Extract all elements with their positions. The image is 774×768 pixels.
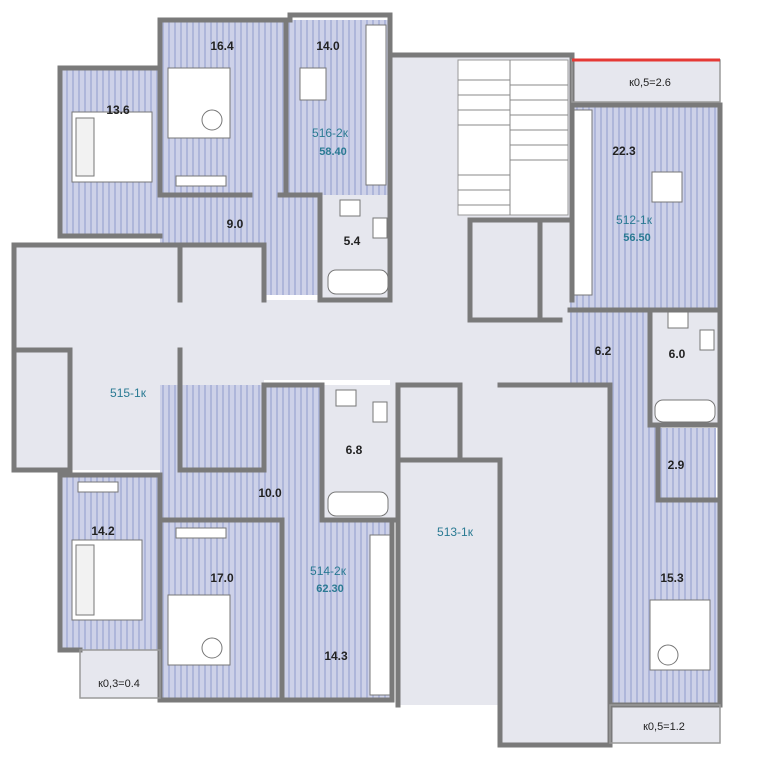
kitchen-counter-icon (365, 24, 387, 186)
room-area-label: 6.8 (346, 443, 363, 457)
apartment-labels: 516-2к 58.40 512-1к 56.50 515-1к 514-2к … (110, 126, 653, 595)
toilet-icon (372, 401, 388, 423)
balcony-bottom-left (80, 650, 160, 698)
balcony-labels: к0,5=2.6 к0,3=0.4 к0,5=1.2 (98, 77, 685, 733)
room-area-label: 5.4 (344, 234, 361, 248)
sink-icon (339, 199, 361, 217)
radiator-icon (175, 527, 227, 539)
balcony-top-right (572, 60, 720, 102)
apartment-total-area: 58.40 (319, 146, 347, 158)
furniture (71, 24, 716, 696)
room-area-labels: 16.4 14.0 13.6 22.3 9.0 5.4 6.2 6.0 6.8 … (91, 39, 685, 663)
toilet-icon (699, 329, 715, 351)
apartment-number: 516-2к (312, 126, 349, 140)
room-area-label: 17.0 (210, 571, 234, 585)
apartment-total-area: 56.50 (623, 232, 651, 244)
room-area-label: 2.9 (668, 458, 685, 472)
staircase (457, 59, 569, 216)
room-hall-514 (160, 385, 322, 520)
table-icon (657, 644, 679, 666)
balcony-area-label: к0,5=2.6 (629, 77, 671, 89)
radiator-icon (77, 481, 119, 493)
table-icon (201, 109, 223, 131)
room-513 (398, 385, 610, 705)
room-area-label: 14.3 (324, 649, 348, 663)
room-area-label: 10.0 (258, 486, 282, 500)
apartment-number: 514-2к (310, 564, 347, 578)
table-icon (201, 637, 223, 659)
balcony-bottom-right (610, 705, 720, 743)
room-area-label: 22.3 (612, 144, 636, 158)
room-area-label: 14.2 (91, 524, 115, 538)
room-area-label: 6.2 (595, 344, 612, 358)
kitchen-counter-icon (573, 109, 593, 296)
room-area-label: 13.6 (106, 103, 130, 117)
armchair-icon (167, 67, 231, 139)
balcony-area-label: к0,3=0.4 (98, 678, 140, 690)
apartment-total-area: 62.30 (316, 583, 344, 595)
bathtub-icon (327, 491, 389, 517)
kitchen-counter-icon (369, 534, 391, 696)
room-lobby (264, 300, 570, 380)
room-area-label: 16.4 (210, 39, 234, 53)
radiator-icon (175, 175, 227, 187)
bathtub-icon (327, 269, 389, 295)
apartment-number: 515-1к (110, 386, 147, 400)
apartment-number: 513-1к (437, 525, 474, 539)
room-living-512 (570, 105, 720, 310)
pillow-icon (75, 117, 95, 177)
sink-icon (667, 311, 689, 329)
room-area-label: 6.0 (669, 347, 686, 361)
bathtub-icon (654, 399, 716, 423)
room-corridor-512 (610, 425, 658, 505)
sink-icon (335, 389, 357, 407)
room-area-label: 9.0 (227, 217, 244, 231)
apartment-number: 512-1к (616, 213, 653, 227)
pillow-icon (75, 544, 95, 616)
armchair-icon (167, 594, 231, 666)
dining-table-icon (299, 67, 327, 101)
balcony-area-label: к0,5=1.2 (643, 721, 685, 733)
toilet-icon (372, 217, 388, 239)
dining-table-icon (651, 171, 683, 203)
room-area-label: 14.0 (316, 39, 340, 53)
balcony-513 (500, 660, 610, 745)
room-area-label: 15.3 (660, 571, 684, 585)
room-wc-512 (658, 428, 716, 500)
